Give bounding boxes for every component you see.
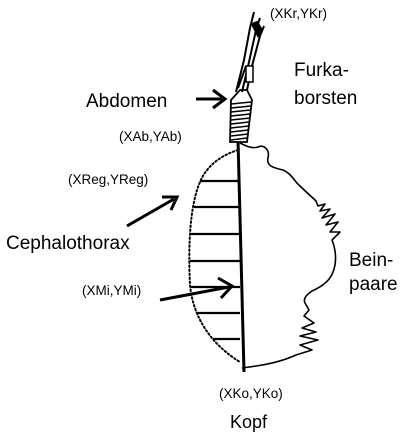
reg-coordinate-label: (XReg,YReg) [68, 172, 148, 187]
abdomen-segment [230, 90, 252, 142]
bein-label-line1: Bein- [349, 250, 393, 271]
mi-arrow [160, 287, 229, 300]
abdomen-label: Abdomen [86, 91, 167, 112]
kopf-label: Kopf [230, 412, 268, 432]
furka-label-line1: Furka- [294, 60, 349, 81]
cephalothorax-arrow [127, 199, 174, 226]
furca-bristles [236, 12, 264, 92]
furka-label-line2: borsten [294, 88, 357, 109]
ko-coordinate-label: (XKo,YKo) [219, 386, 283, 401]
kr-coordinate-label: (XKr,YKr) [270, 6, 327, 21]
ab-coordinate-label: (XAb,YAb) [119, 129, 182, 144]
body-right-outline [240, 143, 340, 368]
cephalothorax-label: Cephalothorax [6, 233, 130, 254]
body-axis [238, 140, 244, 372]
segment-lines [190, 181, 240, 339]
bein-label-line2: paare [349, 274, 398, 295]
mi-coordinate-label: (XMi,YMi) [82, 283, 141, 298]
